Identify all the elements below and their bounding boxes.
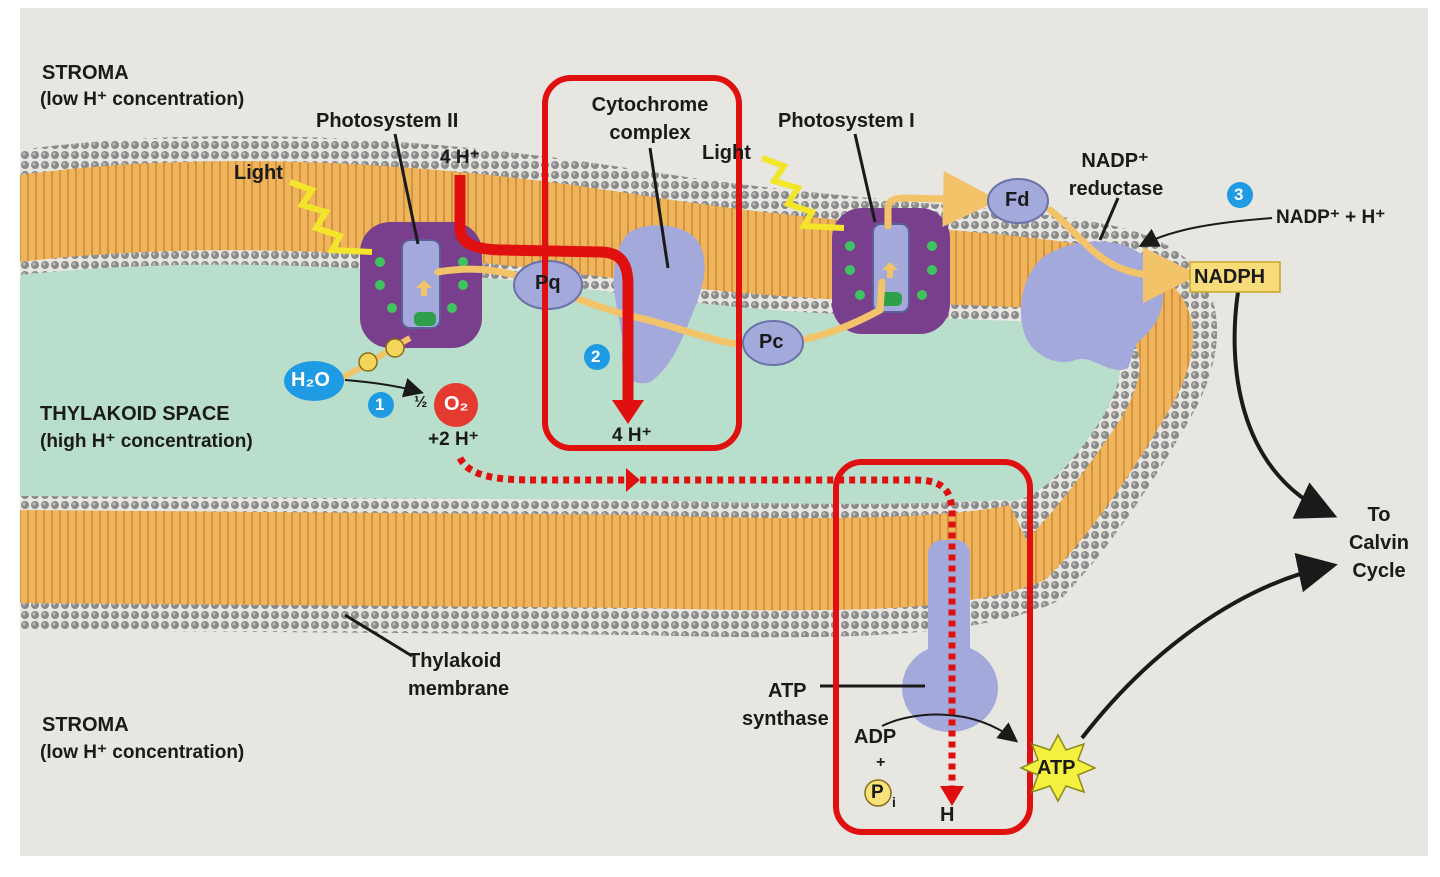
step-badge-2: 2: [591, 347, 601, 366]
atp-synthase-label-line2: synthase: [742, 708, 829, 730]
photosystem-i-label: Photosystem I: [778, 110, 915, 132]
thylakoid-membrane-label-line1: Thylakoid: [408, 650, 502, 672]
half-label: ½: [414, 394, 428, 411]
h2o-oval: [284, 361, 344, 401]
cytochrome-label-line1: Cytochrome: [591, 94, 709, 116]
h-plus-in-top-label: 4 H⁺: [440, 147, 480, 168]
stroma-bottom-title: STROMA: [42, 714, 129, 736]
photosystem-ii-label: Photosystem II: [316, 110, 459, 132]
photosystem-ii-complex: [360, 222, 482, 348]
step-badge-2-circle: [584, 344, 610, 370]
highlight-box-cytochrome: [542, 75, 742, 451]
nadph-box: [1189, 261, 1281, 293]
light-zigzag-ps2: [288, 179, 373, 255]
pc-label: Pc: [759, 331, 784, 353]
electron-1: [358, 352, 378, 372]
h-bottom-label: H: [940, 804, 955, 826]
cytochrome-label-line2: complex: [609, 122, 691, 144]
proton-dotted-midarrow: [626, 468, 640, 492]
nadph-label: NADPH: [1194, 266, 1266, 288]
electron-path-ps1-fd: [884, 170, 999, 230]
plus-2h-label: +2 H⁺: [428, 429, 479, 450]
stroma-bottom-subtitle: (low H⁺ concentration): [40, 742, 245, 763]
atp-starburst: [1019, 733, 1097, 803]
nadph-to-calvin-arrow: [1232, 291, 1338, 519]
proton-dotted-arrowhead: [940, 786, 964, 806]
stroma-top-title: STROMA: [42, 62, 129, 84]
to-calvin-label-line3: Cycle: [1352, 560, 1406, 582]
step-badge-1: 1: [375, 395, 385, 414]
nadp-input-arrow: [1138, 217, 1273, 247]
proton-flow-arrowhead: [612, 400, 644, 424]
light-label-ps1: Light: [702, 142, 751, 164]
pc-carrier: [742, 320, 804, 366]
thylakoid-space-subtitle: (high H⁺ concentration): [40, 431, 253, 452]
fd-label: Fd: [1005, 189, 1030, 211]
ps2-pointer: [393, 133, 420, 245]
nadp-reductase-pointer: [1098, 197, 1120, 241]
nadp-reductase-label-line2: reductase: [1068, 178, 1164, 200]
light-label-ps2: Light: [234, 162, 283, 184]
h-plus-out-cytochrome-label: 4 H⁺: [612, 425, 652, 446]
to-calvin-label-line1: To: [1367, 504, 1391, 526]
water-split-arrow: [344, 378, 424, 398]
proton-dotted-path: [456, 456, 956, 790]
membrane-lower-tails: [20, 505, 1040, 597]
ps1-pointer: [853, 133, 877, 223]
highlight-box-atp-synthase: [833, 459, 1033, 835]
atp-label: ATP: [1037, 757, 1076, 779]
electron-transport-path: [434, 265, 886, 350]
plus-label: +: [876, 754, 886, 771]
pq-label: Pq: [535, 272, 561, 294]
o2-label: O₂: [444, 393, 469, 415]
electron-2: [385, 338, 405, 358]
thylakoid-membrane-label-line2: membrane: [408, 678, 510, 700]
step-badge-3-circle: [1227, 182, 1253, 208]
photosystem-i-complex: [832, 208, 950, 334]
thylakoid-space-title: THYLAKOID SPACE: [40, 403, 230, 425]
nadp-reductase-label-line1: NADP⁺: [1081, 150, 1149, 172]
adp-label: ADP: [854, 726, 897, 748]
pi-label: P: [871, 782, 884, 803]
step-badge-1-circle: [368, 392, 394, 418]
pi-circle: [864, 779, 892, 807]
electron-path-fd-nadph: [1046, 206, 1199, 304]
pi-subscript-label: i: [892, 794, 896, 810]
atp-synthase-label-line1: ATP: [768, 680, 807, 702]
membrane-pointer: [344, 613, 413, 658]
atp-to-calvin-arrow: [1080, 553, 1338, 740]
to-calvin-label-line2: Calvin: [1348, 532, 1410, 554]
cytochrome-pointer: [648, 147, 670, 269]
h2o-label: H₂O: [291, 369, 330, 391]
stroma-top-subtitle: (low H⁺ concentration): [40, 89, 245, 110]
cytochrome-complex-shape: [613, 225, 705, 384]
o2-circle: [434, 383, 478, 427]
adp-to-atp-arrow: [881, 713, 1019, 743]
light-zigzag-ps1: [760, 155, 845, 231]
nadp-plus-h-label: NADP⁺ + H⁺: [1276, 207, 1386, 228]
fd-carrier: [987, 178, 1049, 224]
proton-flow-cytochrome: [454, 175, 634, 405]
step-badge-3: 3: [1234, 185, 1244, 204]
